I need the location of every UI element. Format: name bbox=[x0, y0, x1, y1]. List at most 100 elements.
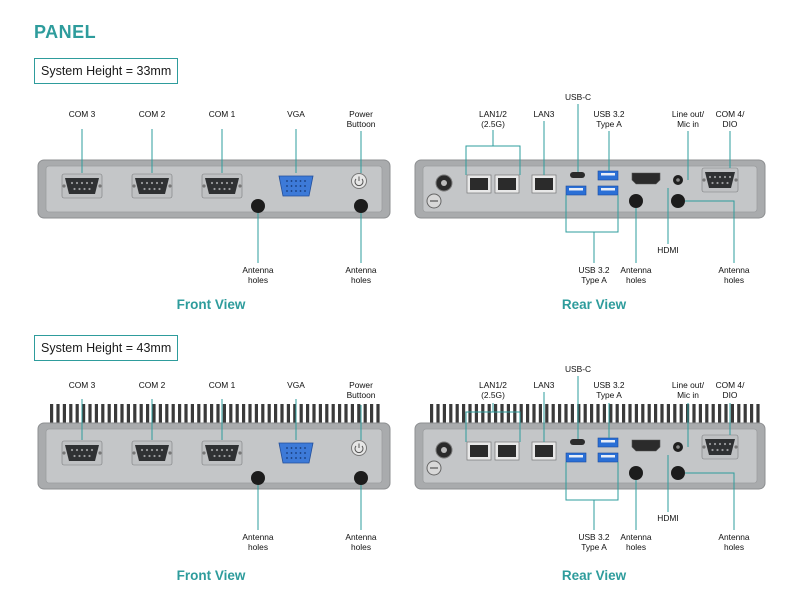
heatsink-fin bbox=[325, 404, 329, 424]
pin bbox=[299, 185, 302, 187]
pin bbox=[290, 457, 293, 459]
label-usb-bottom: USB 3.2 Type A bbox=[578, 532, 610, 552]
heatsink-fin bbox=[94, 404, 98, 424]
pin bbox=[299, 452, 302, 454]
heatsink-fin bbox=[500, 404, 504, 424]
pin bbox=[286, 447, 288, 449]
heatsink-fin bbox=[692, 404, 696, 424]
heatsink-fin bbox=[190, 404, 194, 424]
heatsink-fin bbox=[274, 404, 278, 424]
antenna-hole bbox=[251, 199, 265, 213]
pin bbox=[286, 185, 288, 187]
label-lan3: LAN3 bbox=[533, 109, 555, 119]
pin bbox=[304, 185, 306, 187]
leader-line bbox=[565, 462, 619, 501]
screw bbox=[202, 451, 206, 455]
pin bbox=[153, 187, 156, 191]
heatsink-fin bbox=[280, 404, 284, 424]
lan-socket bbox=[498, 178, 516, 190]
heatsink-fin bbox=[430, 404, 434, 424]
pin bbox=[295, 447, 297, 449]
pin bbox=[290, 185, 293, 187]
screw bbox=[62, 184, 66, 188]
panel-title: PANEL bbox=[34, 22, 97, 42]
label-lan3: LAN3 bbox=[533, 380, 555, 390]
front-view-drawing bbox=[37, 129, 391, 263]
heatsink-fin bbox=[171, 404, 175, 424]
heatsink-fin bbox=[286, 404, 290, 424]
pin bbox=[713, 175, 717, 179]
pin bbox=[213, 187, 216, 191]
pin bbox=[160, 448, 164, 452]
pin bbox=[290, 447, 293, 449]
pin bbox=[723, 175, 727, 179]
heatsink-fin bbox=[602, 404, 606, 424]
com-port bbox=[65, 178, 99, 194]
leader-line bbox=[565, 195, 619, 233]
front-view-title: Front View bbox=[176, 568, 246, 583]
heatsink-fin bbox=[666, 404, 670, 424]
pin bbox=[218, 454, 221, 458]
heatsink-fin bbox=[210, 404, 214, 424]
pin bbox=[295, 185, 297, 187]
heatsink-fin bbox=[481, 404, 485, 424]
pin bbox=[304, 457, 306, 459]
heatsink-fin bbox=[56, 404, 60, 424]
heatsink-fin bbox=[50, 404, 54, 424]
label-usb-top: USB 3.2 Type A bbox=[593, 380, 625, 400]
pin bbox=[711, 181, 714, 185]
pin bbox=[295, 180, 297, 182]
heatsink-fin bbox=[513, 404, 517, 424]
pin bbox=[145, 448, 149, 452]
label-vga: VGA bbox=[287, 109, 305, 119]
pin bbox=[290, 190, 293, 192]
heatsink-fin bbox=[363, 404, 367, 424]
pin bbox=[230, 181, 234, 185]
pin bbox=[78, 187, 81, 191]
heatsink-fin bbox=[216, 404, 220, 424]
label-com3: COM 3 bbox=[68, 380, 96, 390]
label-hdmi: HDMI bbox=[657, 245, 679, 255]
label-antenna-holes: Antenna holes bbox=[718, 265, 750, 285]
pin bbox=[153, 454, 156, 458]
screw bbox=[132, 184, 136, 188]
system-height-43mm: System Height = 43mm bbox=[34, 335, 179, 361]
heatsink-fin bbox=[583, 404, 587, 424]
pin bbox=[85, 181, 89, 185]
heatsink-fin bbox=[718, 404, 722, 424]
heatsink-fin bbox=[462, 404, 466, 424]
pin bbox=[158, 454, 161, 458]
rear-view-title: Rear View bbox=[561, 297, 627, 312]
power-icon bbox=[354, 178, 364, 187]
heatsink-fin bbox=[178, 404, 182, 424]
pin bbox=[220, 448, 224, 452]
heatsink-fin bbox=[673, 404, 677, 424]
screw bbox=[98, 451, 102, 455]
heatsink-fin bbox=[750, 404, 754, 424]
heatsink-fin bbox=[88, 404, 92, 424]
heatsink-fin bbox=[242, 404, 246, 424]
heatsink-fin bbox=[126, 404, 130, 424]
com-port bbox=[135, 445, 169, 461]
pin bbox=[210, 448, 214, 452]
pin bbox=[299, 447, 302, 449]
pin bbox=[70, 448, 74, 452]
heatsink-fin bbox=[538, 404, 542, 424]
label-lan1-2: LAN1/2 (2.5G) bbox=[479, 109, 507, 129]
heatsink-fin bbox=[120, 404, 124, 424]
heatsink-fin bbox=[357, 404, 361, 424]
pin bbox=[85, 448, 89, 452]
com-port bbox=[705, 172, 735, 188]
label-com4-dio: COM 4/ DIO bbox=[715, 380, 745, 400]
pin bbox=[718, 442, 722, 446]
usb-tongue bbox=[569, 188, 583, 191]
heatsink-fin bbox=[487, 404, 491, 424]
pin bbox=[90, 448, 94, 452]
com-port bbox=[135, 178, 169, 194]
heatsink-fin bbox=[596, 404, 600, 424]
pin bbox=[286, 180, 288, 182]
usb-tongue bbox=[601, 173, 615, 176]
rear-view-drawing bbox=[414, 104, 766, 263]
heatsink-fin bbox=[101, 404, 105, 424]
